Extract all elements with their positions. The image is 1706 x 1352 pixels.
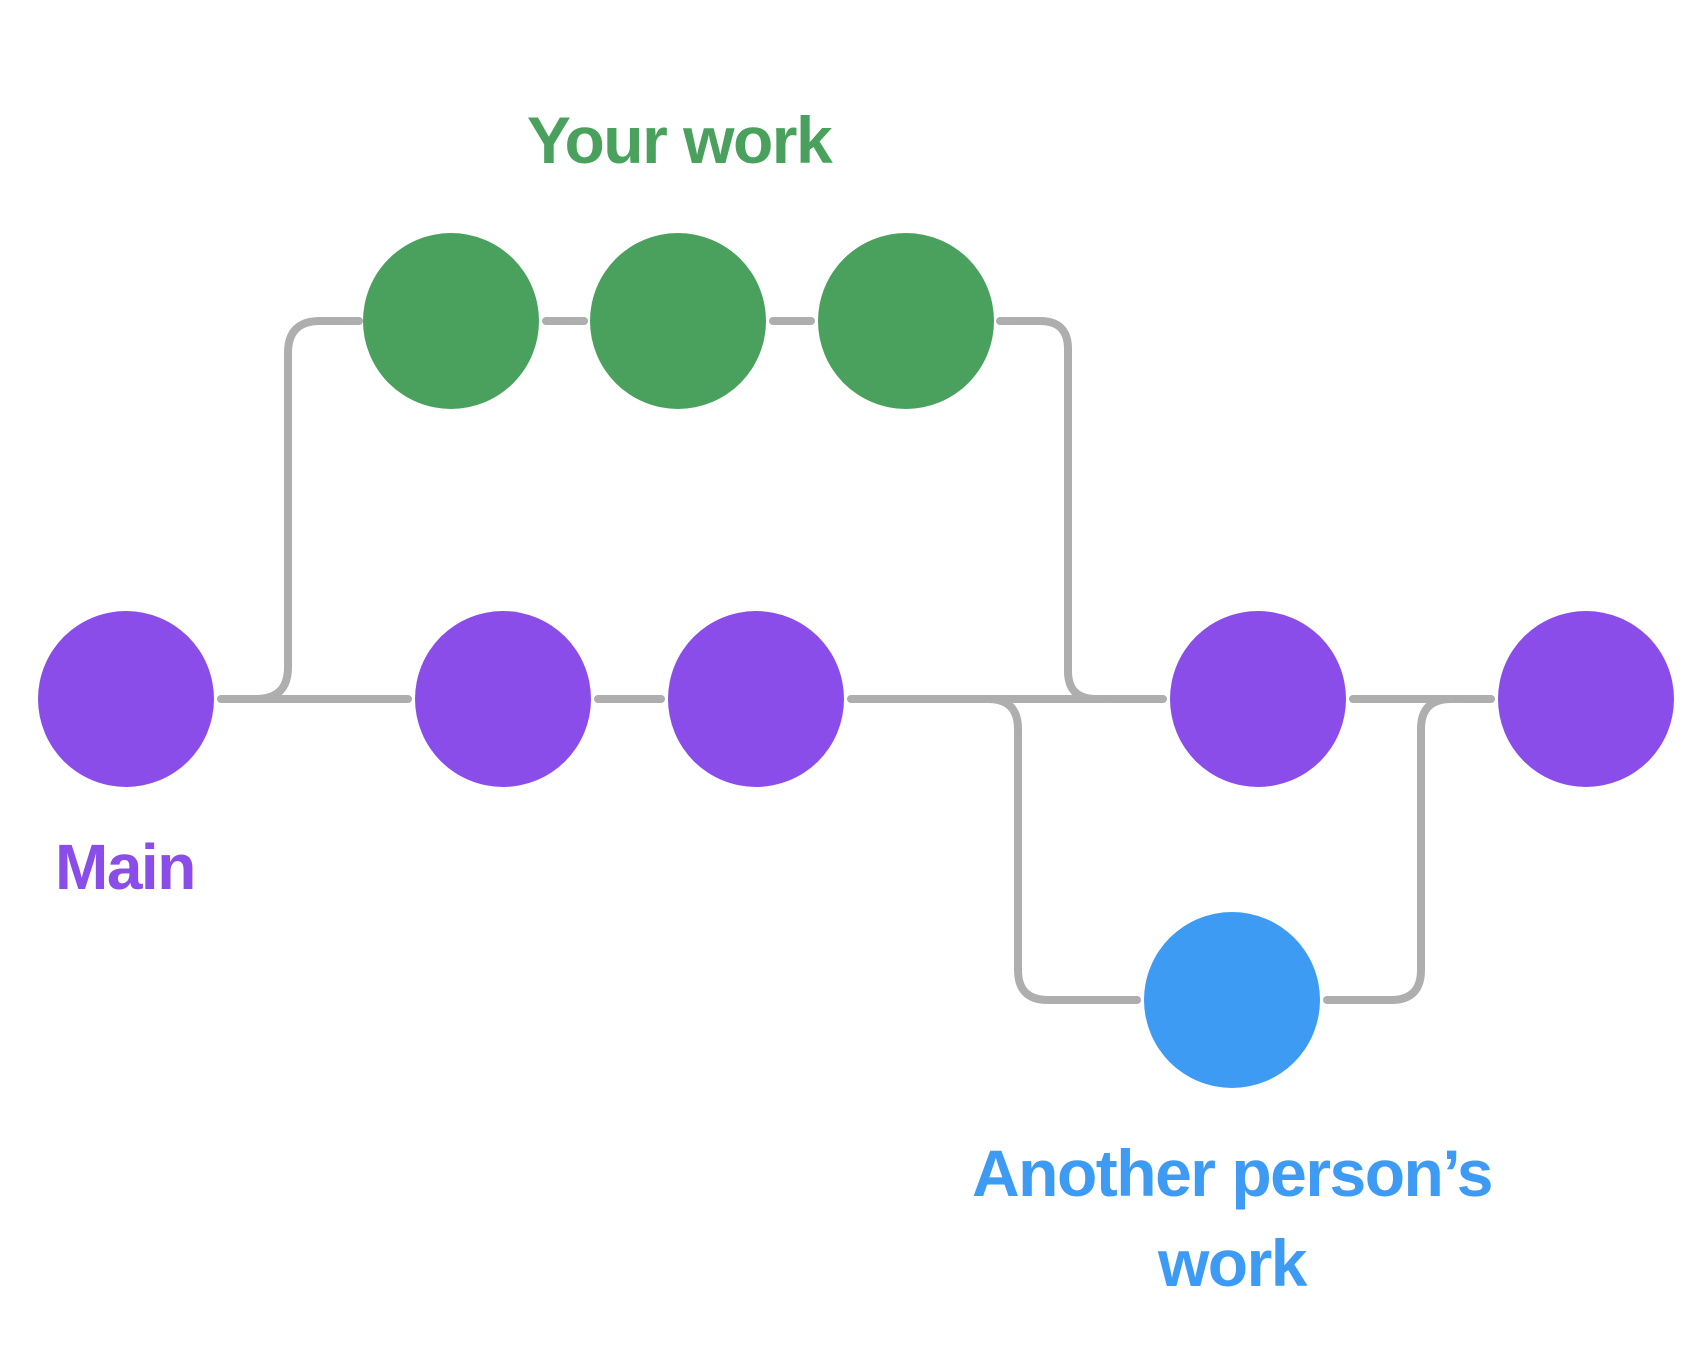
commit-yourwork-1 — [363, 233, 539, 409]
label-another-person-line1: Another person’s — [972, 1136, 1492, 1210]
commit-main-1 — [38, 611, 214, 787]
main-branch-commits — [38, 611, 1674, 787]
label-main: Main — [55, 831, 195, 903]
commit-main-5-merge — [1498, 611, 1674, 787]
connector-yourwork-fork — [252, 317, 363, 703]
commit-main-3 — [668, 611, 844, 787]
label-your-work: Your work — [527, 103, 833, 177]
connector-yourwork-merge — [996, 317, 1106, 703]
connector-another-fork — [984, 695, 1141, 1004]
label-another-person-line2: work — [1157, 1226, 1308, 1300]
commit-another-1 — [1144, 912, 1320, 1088]
commit-main-4-merge — [1170, 611, 1346, 787]
connector-another-merge — [1323, 695, 1460, 1004]
another-branch-commits — [1144, 912, 1320, 1088]
yourwork-branch-commits — [363, 233, 994, 409]
connector-lines — [217, 317, 1495, 1004]
commit-yourwork-3 — [818, 233, 994, 409]
commit-main-2 — [415, 611, 591, 787]
commit-yourwork-2 — [590, 233, 766, 409]
